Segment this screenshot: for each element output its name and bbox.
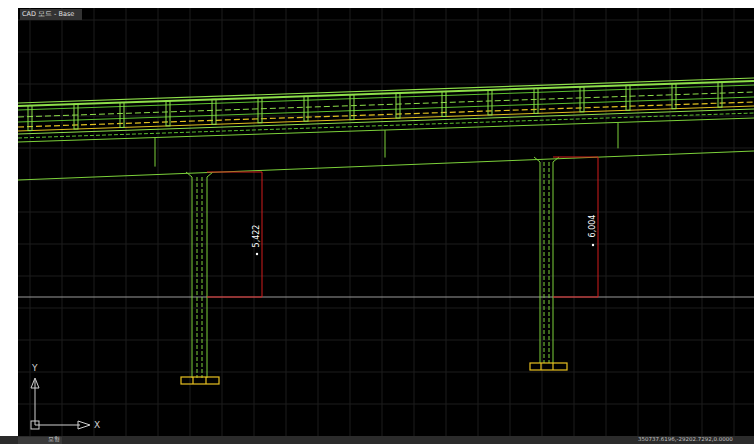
status-text: CAD 모드 - Base — [22, 11, 74, 18]
dimension-text: 6,004 — [589, 215, 597, 238]
dimension-text: 5,422 — [253, 225, 261, 248]
status-text: 모형 — [48, 437, 60, 443]
axis-label: X — [94, 421, 100, 430]
status-text: 350737.6196,-29202.7292,0.0000 — [638, 437, 733, 443]
axis-label: Y — [32, 364, 38, 373]
